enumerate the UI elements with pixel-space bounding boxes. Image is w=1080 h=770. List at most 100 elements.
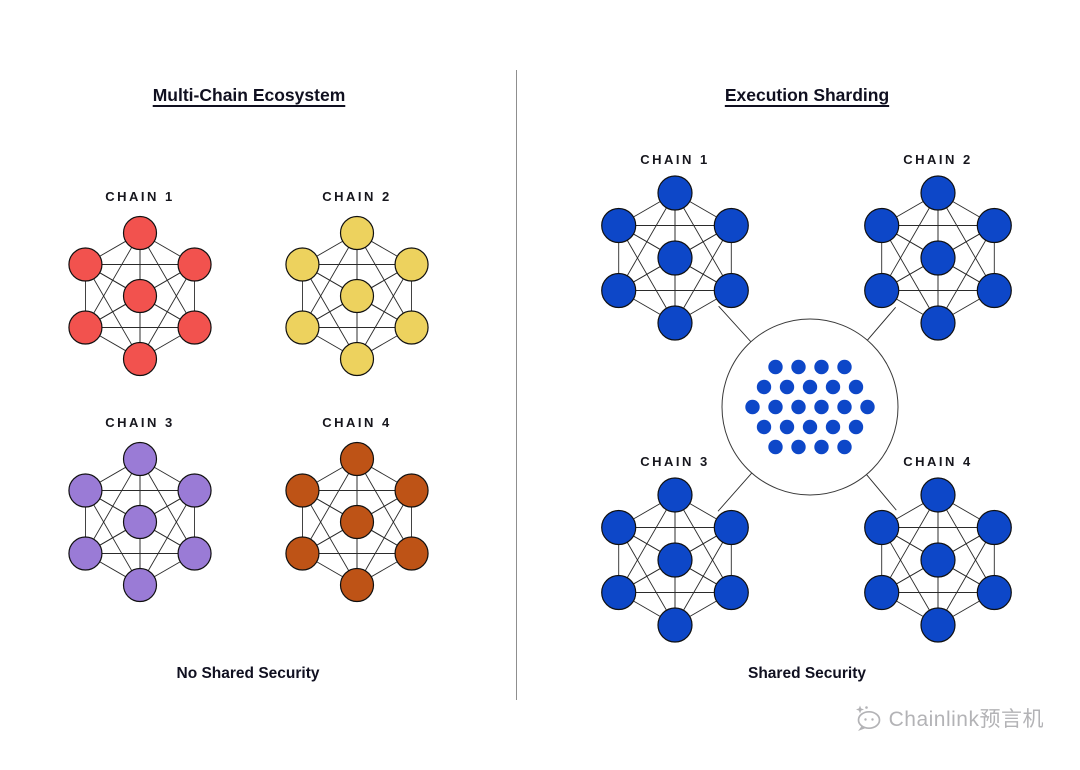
chain-node [657, 477, 693, 513]
chain-node [339, 215, 375, 251]
chain-node [976, 207, 1012, 244]
hub-dot [791, 439, 806, 455]
chain-node [601, 574, 637, 611]
hub-dot [837, 399, 852, 415]
chain-label: CHAIN 3 [105, 415, 175, 430]
chain-node [285, 247, 320, 282]
chain-node [864, 509, 900, 546]
chain-node [339, 341, 375, 377]
hub-dot [814, 359, 829, 375]
hub-dot [837, 359, 852, 375]
chain-node [864, 272, 900, 309]
hub-dot [756, 379, 772, 395]
chain-label: CHAIN 2 [322, 189, 392, 204]
chain-node [976, 272, 1012, 309]
chain-node [864, 207, 900, 244]
chain-node [339, 567, 375, 603]
chain-node [920, 542, 956, 578]
chain-node [713, 574, 749, 611]
hub-dot [768, 399, 783, 415]
chain-node [864, 574, 900, 611]
network-cluster [68, 441, 212, 603]
right-panel-caption: Shared Security [747, 665, 867, 682]
network-cluster [864, 175, 1012, 341]
hub-dot [745, 399, 760, 415]
chain-node [920, 477, 956, 513]
hub-dot [756, 419, 772, 435]
chain-node [285, 310, 320, 345]
chain-node [68, 247, 103, 282]
watermark: Chainlink预言机 [851, 702, 1044, 734]
hub-dot [802, 419, 818, 435]
chat-bubble-logo-icon [855, 705, 880, 731]
chain-node [68, 310, 103, 345]
chain-node [177, 247, 212, 282]
chain-node [177, 473, 212, 508]
hub-dot [825, 379, 841, 395]
chain-node [713, 207, 749, 244]
chain-node [920, 240, 956, 276]
chain-label: CHAIN 1 [105, 189, 175, 204]
chain-node [285, 473, 320, 508]
chain-node [339, 278, 375, 314]
chain-node [657, 305, 693, 341]
chain-node [657, 607, 693, 643]
chain-label: CHAIN 2 [903, 152, 973, 167]
chain-node [122, 278, 158, 314]
network-cluster [601, 477, 749, 643]
chain-node [713, 509, 749, 546]
shared-security-hub [721, 318, 899, 496]
hub-dot [848, 419, 864, 435]
chain-node [920, 175, 956, 211]
chain-node [920, 607, 956, 643]
network-cluster [601, 175, 749, 341]
chain-node [394, 473, 429, 508]
chain-node [976, 509, 1012, 546]
chain-node [920, 305, 956, 341]
chain-node [657, 240, 693, 276]
chain-label: CHAIN 4 [903, 454, 973, 469]
chain-label: CHAIN 3 [640, 454, 710, 469]
chain-node [394, 536, 429, 571]
chain-node [339, 441, 375, 477]
left-panel-caption: No Shared Security [176, 665, 320, 682]
chain-node [68, 536, 103, 571]
watermark-text: Chainlink预言机 [888, 708, 1044, 731]
chain-node [122, 567, 158, 603]
network-cluster [285, 441, 429, 603]
chain-node [601, 207, 637, 244]
chain-node [177, 536, 212, 571]
chain-node [394, 247, 429, 282]
hub-dot [768, 439, 783, 455]
chain-node [657, 542, 693, 578]
chain-node [122, 215, 158, 251]
hub-dot [825, 419, 841, 435]
hub-dot [837, 439, 852, 455]
chain-node [394, 310, 429, 345]
chain-node [122, 341, 158, 377]
chain-node [657, 175, 693, 211]
hub-dot [768, 359, 783, 375]
hub-dot [779, 419, 795, 435]
left-panel-title: Multi-Chain Ecosystem [152, 85, 346, 105]
chain-node [601, 272, 637, 309]
chain-node [68, 473, 103, 508]
hub-dot [848, 379, 864, 395]
hub-dot [791, 399, 806, 415]
network-cluster [864, 477, 1012, 643]
right-panel-title: Execution Sharding [724, 85, 890, 105]
chain-node [601, 509, 637, 546]
chain-node [339, 504, 375, 540]
hub-dot [814, 439, 829, 455]
chain-label: CHAIN 4 [322, 415, 392, 430]
chain-node [713, 272, 749, 309]
hub-dot [802, 379, 818, 395]
hub-dot [814, 399, 829, 415]
chain-node [976, 574, 1012, 611]
network-cluster [68, 215, 212, 377]
hub-dot [791, 359, 806, 375]
network-cluster [285, 215, 429, 377]
hub-dot [779, 379, 795, 395]
chain-node [285, 536, 320, 571]
